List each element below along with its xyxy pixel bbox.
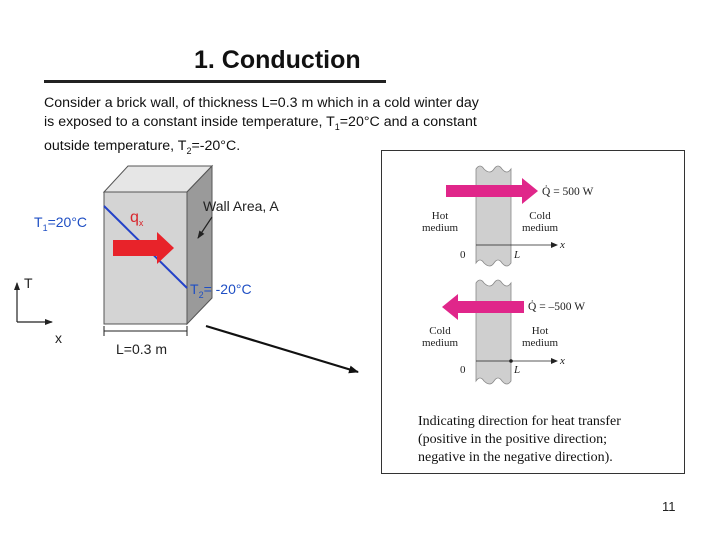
qx-label: qx bbox=[130, 209, 144, 229]
caption-line-3: negative in the negative direction). bbox=[418, 450, 613, 465]
heat-flux-arrow bbox=[113, 232, 174, 264]
page-number: 11 bbox=[662, 499, 676, 514]
intro-line-1: Consider a brick wall, of thickness L=0.… bbox=[44, 95, 479, 111]
wall-front-face bbox=[103, 191, 188, 325]
title-underline bbox=[44, 80, 386, 83]
top-origin-label: 0 bbox=[460, 249, 466, 261]
intro-line-3: outside temperature, T2=-20°C. bbox=[44, 137, 241, 156]
bottom-axis-label: x bbox=[560, 355, 565, 367]
slide-title: 1. Conduction bbox=[194, 46, 361, 74]
pointer-arrow bbox=[205, 324, 359, 374]
caption-line-2: (positive in the positive direction; bbox=[418, 432, 607, 447]
panel-caption: Indicating direction for heat transfer (… bbox=[418, 413, 680, 467]
axis-x-label: x bbox=[55, 330, 62, 346]
caption-line-1: Indicating direction for heat transfer bbox=[418, 414, 621, 429]
top-axis-label: x bbox=[560, 239, 565, 251]
thickness-label: L=0.3 m bbox=[116, 341, 167, 357]
intro-line-2: is exposed to a constant inside temperat… bbox=[44, 114, 477, 132]
t1-label: T1=20°C bbox=[34, 214, 88, 233]
bottom-panel-wall bbox=[475, 279, 512, 385]
wall-area-pointer bbox=[197, 216, 213, 239]
wall-side-face bbox=[186, 164, 213, 326]
panel-diagram bbox=[442, 165, 558, 385]
axis-t-label: T bbox=[24, 275, 33, 291]
top-heat-arrow bbox=[446, 178, 538, 204]
top-q-label: Q̇ = 500 W bbox=[542, 186, 594, 198]
top-panel-wall bbox=[475, 165, 512, 267]
bottom-heat-arrow bbox=[442, 294, 524, 320]
t2-label: T2= -20°C bbox=[190, 281, 252, 300]
top-length-label: L bbox=[514, 249, 521, 261]
bottom-l-point bbox=[509, 359, 513, 363]
bottom-length-label: L bbox=[514, 364, 521, 376]
bottom-origin-label: 0 bbox=[460, 364, 466, 376]
intro-text: Consider a brick wall, of thickness L=0.… bbox=[44, 94, 524, 161]
bottom-q-label: Q̇ = –500 W bbox=[528, 301, 586, 313]
wall-area-label: Wall Area, A bbox=[203, 198, 279, 214]
